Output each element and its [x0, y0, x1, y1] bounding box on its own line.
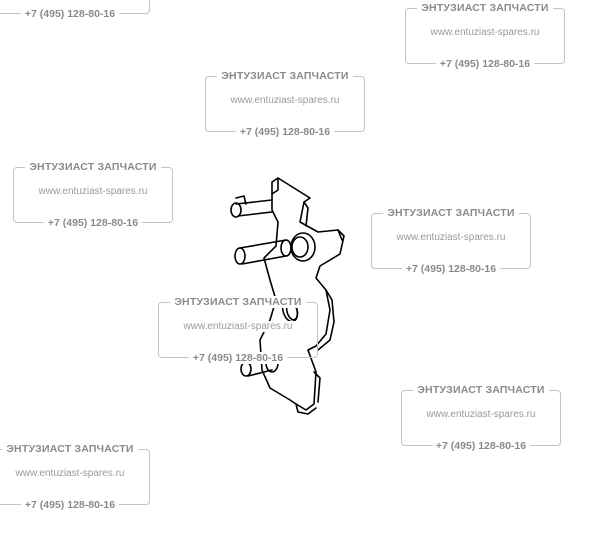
watermark-phone: +7 (495) 128-80-16 [0, 498, 149, 511]
watermark-stamp: ЭНТУЗИАСТ ЗАПЧАСТИ www.entuziast-spares.… [13, 161, 173, 229]
watermark-stamp: ЭНТУЗИАСТ ЗАПЧАСТИ www.entuziast-spares.… [371, 207, 531, 275]
watermark-url: www.entuziast-spares.ru [372, 232, 530, 243]
plate-lobe-edge [317, 289, 335, 351]
watermark-title: ЭНТУЗИАСТ ЗАПЧАСТИ [372, 207, 530, 219]
watermark-url: www.entuziast-spares.ru [402, 409, 560, 420]
watermark-stamp: ЭНТУЗИАСТ ЗАПЧАСТИ www.entuziast-spares.… [0, 443, 150, 511]
watermark-stamp: ЭНТУЗИАСТ ЗАПЧАСТИ www.entuziast-spares.… [0, 0, 150, 20]
watermark-title: ЭНТУЗИАСТ ЗАПЧАСТИ [402, 384, 560, 396]
watermark-title: ЭНТУЗИАСТ ЗАПЧАСТИ [159, 296, 317, 308]
watermark-phone: +7 (495) 128-80-16 [372, 262, 530, 275]
plate-side-edge [303, 201, 309, 227]
top-stud [235, 199, 273, 217]
plate-top-edge [271, 177, 279, 195]
upper-stud [239, 239, 287, 265]
watermark-phone: +7 (495) 128-80-16 [14, 216, 172, 229]
watermark-title: ЭНТУЗИАСТ ЗАПЧАСТИ [14, 161, 172, 173]
plate-outline [259, 177, 345, 411]
watermark-url: www.entuziast-spares.ru [206, 95, 364, 106]
watermark-stamp: ЭНТУЗИАСТ ЗАПЧАСТИ www.entuziast-spares.… [205, 70, 365, 138]
flange-detail [313, 371, 321, 403]
lower-stud-end [240, 361, 252, 377]
watermark-phone: +7 (495) 128-80-16 [406, 57, 564, 70]
watermark-stamp: ЭНТУЗИАСТ ЗАПЧАСТИ www.entuziast-spares.… [405, 2, 565, 70]
top-stud-nub [235, 195, 247, 205]
upper-stud-end [234, 247, 246, 265]
watermark-title: ЭНТУЗИАСТ ЗАПЧАСТИ [406, 2, 564, 14]
watermark-phone: +7 (495) 128-80-16 [0, 7, 149, 20]
plate-bottom-edge [295, 403, 317, 415]
watermark-phone: +7 (495) 128-80-16 [159, 351, 317, 364]
watermark-stamp: ЭНТУЗИАСТ ЗАПЧАСТИ www.entuziast-spares.… [401, 384, 561, 452]
watermark-stamp: ЭНТУЗИАСТ ЗАПЧАСТИ www.entuziast-spares.… [158, 296, 318, 364]
watermark-title: ЭНТУЗИАСТ ЗАПЧАСТИ [206, 70, 364, 82]
plate-right-edge [337, 229, 343, 241]
upper-boss-face [291, 236, 309, 258]
watermark-url: www.entuziast-spares.ru [406, 27, 564, 38]
watermark-url: www.entuziast-spares.ru [14, 186, 172, 197]
watermark-phone: +7 (495) 128-80-16 [206, 125, 364, 138]
watermark-url: www.entuziast-spares.ru [159, 321, 317, 332]
top-stud-end [230, 202, 242, 218]
upper-stud-collar [280, 239, 292, 257]
watermark-title: ЭНТУЗИАСТ ЗАПЧАСТИ [0, 443, 149, 455]
watermark-url: www.entuziast-spares.ru [0, 468, 149, 479]
watermark-phone: +7 (495) 128-80-16 [402, 439, 560, 452]
